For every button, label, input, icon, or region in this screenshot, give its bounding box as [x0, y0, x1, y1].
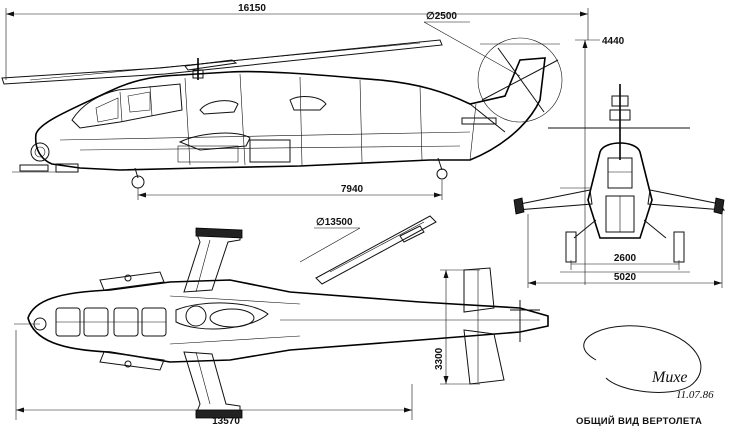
side-view: 16150	[1, 3, 590, 200]
front-track-label: 2600	[614, 253, 637, 264]
signature-text: Михе	[651, 369, 688, 386]
front-span-label: 5020	[614, 272, 637, 283]
side-length-dimension: 16150	[5, 3, 589, 80]
signature-block: Михе 11.07.86	[583, 325, 714, 401]
main-rotor-diameter-callout: ∅13500	[299, 215, 437, 285]
signature-date: 11.07.86	[676, 389, 714, 401]
front-span-dimension: 5020	[527, 214, 723, 288]
drawing-title: ОБЩИЙ ВИД ВЕРТОЛЕТА	[576, 415, 702, 427]
front-height-label: 4440	[602, 36, 625, 47]
small-rotor-diameter-label: ∅2500	[426, 11, 457, 22]
top-length-dimension: 13570	[15, 330, 413, 427]
side-wheelbase-dimension: 7940	[137, 180, 443, 200]
side-overall-length-label: 16150	[238, 3, 266, 14]
canopy-windows	[55, 307, 167, 337]
top-tail-span-dimension: 3300	[434, 269, 480, 385]
main-rotor-side	[1, 39, 443, 85]
front-view: 4440 2600	[513, 36, 725, 288]
top-tail-span-label: 3300	[434, 347, 445, 370]
top-view: ∅13500	[14, 215, 549, 427]
front-height-dimension: 4440	[575, 36, 625, 285]
top-overall-length-label: 13570	[212, 416, 240, 427]
main-rotor-diameter-label: ∅13500	[316, 217, 353, 228]
front-track-dimension: 2600	[570, 253, 680, 270]
small-rotor-diameter-callout: ∅2500	[423, 11, 521, 77]
side-wheelbase-label: 7940	[341, 184, 364, 195]
side-fuselage	[19, 37, 563, 189]
